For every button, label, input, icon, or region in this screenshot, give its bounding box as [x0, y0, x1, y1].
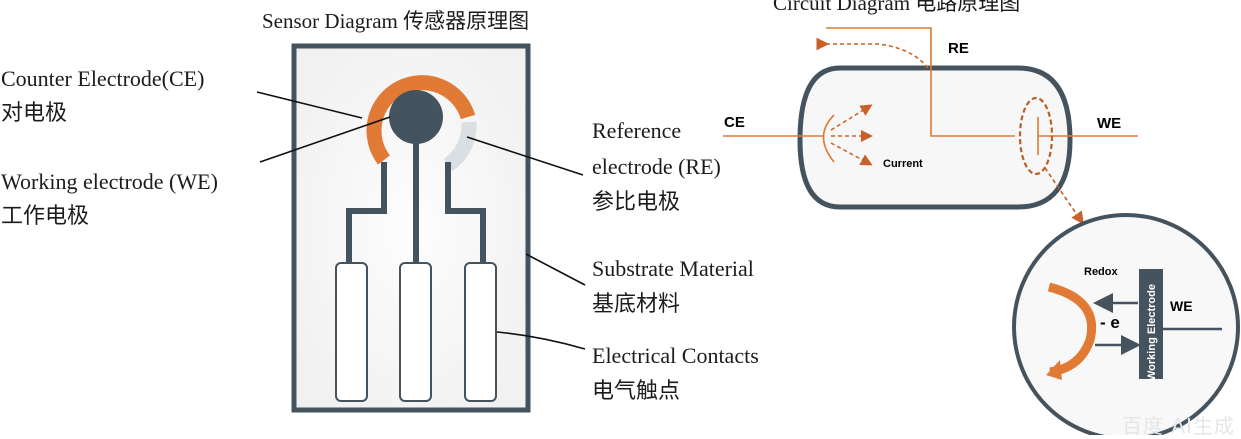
watermark: 百度 AI生成 — [1122, 414, 1235, 438]
we-highlight-ellipse — [1018, 96, 1054, 176]
traces — [346, 140, 486, 264]
current-arrow-down — [830, 142, 873, 166]
inset-circle — [1012, 213, 1240, 435]
re-dashed-arrow — [816, 37, 929, 69]
trace-right — [445, 162, 486, 264]
label-counter-electrode-en: Counter Electrode(CE) — [1, 66, 205, 91]
label-current: Current — [883, 158, 923, 170]
label-working-electrode-zh: 工作电极 — [1, 203, 90, 228]
label-reference-electrode-en-1: Reference — [592, 118, 682, 143]
cell-outline — [797, 65, 1073, 210]
label-ce: CE — [724, 114, 745, 131]
contact-pad-2 — [399, 262, 432, 402]
leader-contacts — [496, 331, 586, 350]
circuit-diagram-title: Circuit Diagram 电路原理图 — [773, 0, 1021, 15]
label-reference-electrode-en-2: electrode (RE) — [592, 154, 721, 179]
counter-electrode-arc — [366, 75, 476, 165]
leader-we — [259, 116, 391, 163]
sensor-diagram-title: Sensor Diagram 传感器原理图 — [262, 9, 530, 33]
label-contacts-zh: 电气触点 — [592, 378, 681, 403]
electrical-contacts — [335, 262, 497, 402]
label-re: RE — [948, 40, 969, 57]
cell-body — [797, 65, 1073, 210]
label-counter-electrode-zh: 对电极 — [1, 100, 68, 125]
re-wire — [826, 27, 1015, 137]
current-arrow-up — [830, 104, 873, 131]
label-contacts-en: Electrical Contacts — [592, 343, 759, 368]
leader-lines — [256, 91, 586, 350]
detail-inset: Working Electrode — [1012, 213, 1240, 435]
contact-pad-3 — [464, 262, 497, 402]
redox-arrowhead — [1046, 360, 1062, 380]
trace-left — [346, 162, 387, 264]
current-arrows — [830, 104, 873, 166]
working-electrode-bar — [1139, 269, 1163, 379]
leader-substrate — [525, 253, 586, 286]
working-electrode-disc — [389, 90, 443, 144]
label-redox: Redox — [1084, 266, 1118, 278]
label-we: WE — [1097, 115, 1122, 132]
ce-electrode-arc — [822, 114, 835, 163]
working-electrode-label: Working Electrode — [1146, 284, 1158, 381]
contact-pad-1 — [335, 262, 368, 402]
zoom-pointer-arrow — [1044, 167, 1084, 225]
leader-re — [466, 136, 584, 176]
label-electron: - e — [1100, 313, 1120, 332]
leader-ce — [256, 91, 363, 119]
sensor-board — [291, 43, 531, 413]
label-inset-we: WE — [1170, 298, 1193, 314]
redox-curved-arrow — [1047, 282, 1097, 377]
label-reference-electrode-zh: 参比电极 — [592, 189, 681, 214]
reference-electrode-arc — [443, 121, 477, 172]
label-substrate-zh: 基底材料 — [592, 291, 681, 316]
label-working-electrode-en: Working electrode (WE) — [1, 169, 218, 194]
label-substrate-en: Substrate Material — [592, 256, 754, 281]
